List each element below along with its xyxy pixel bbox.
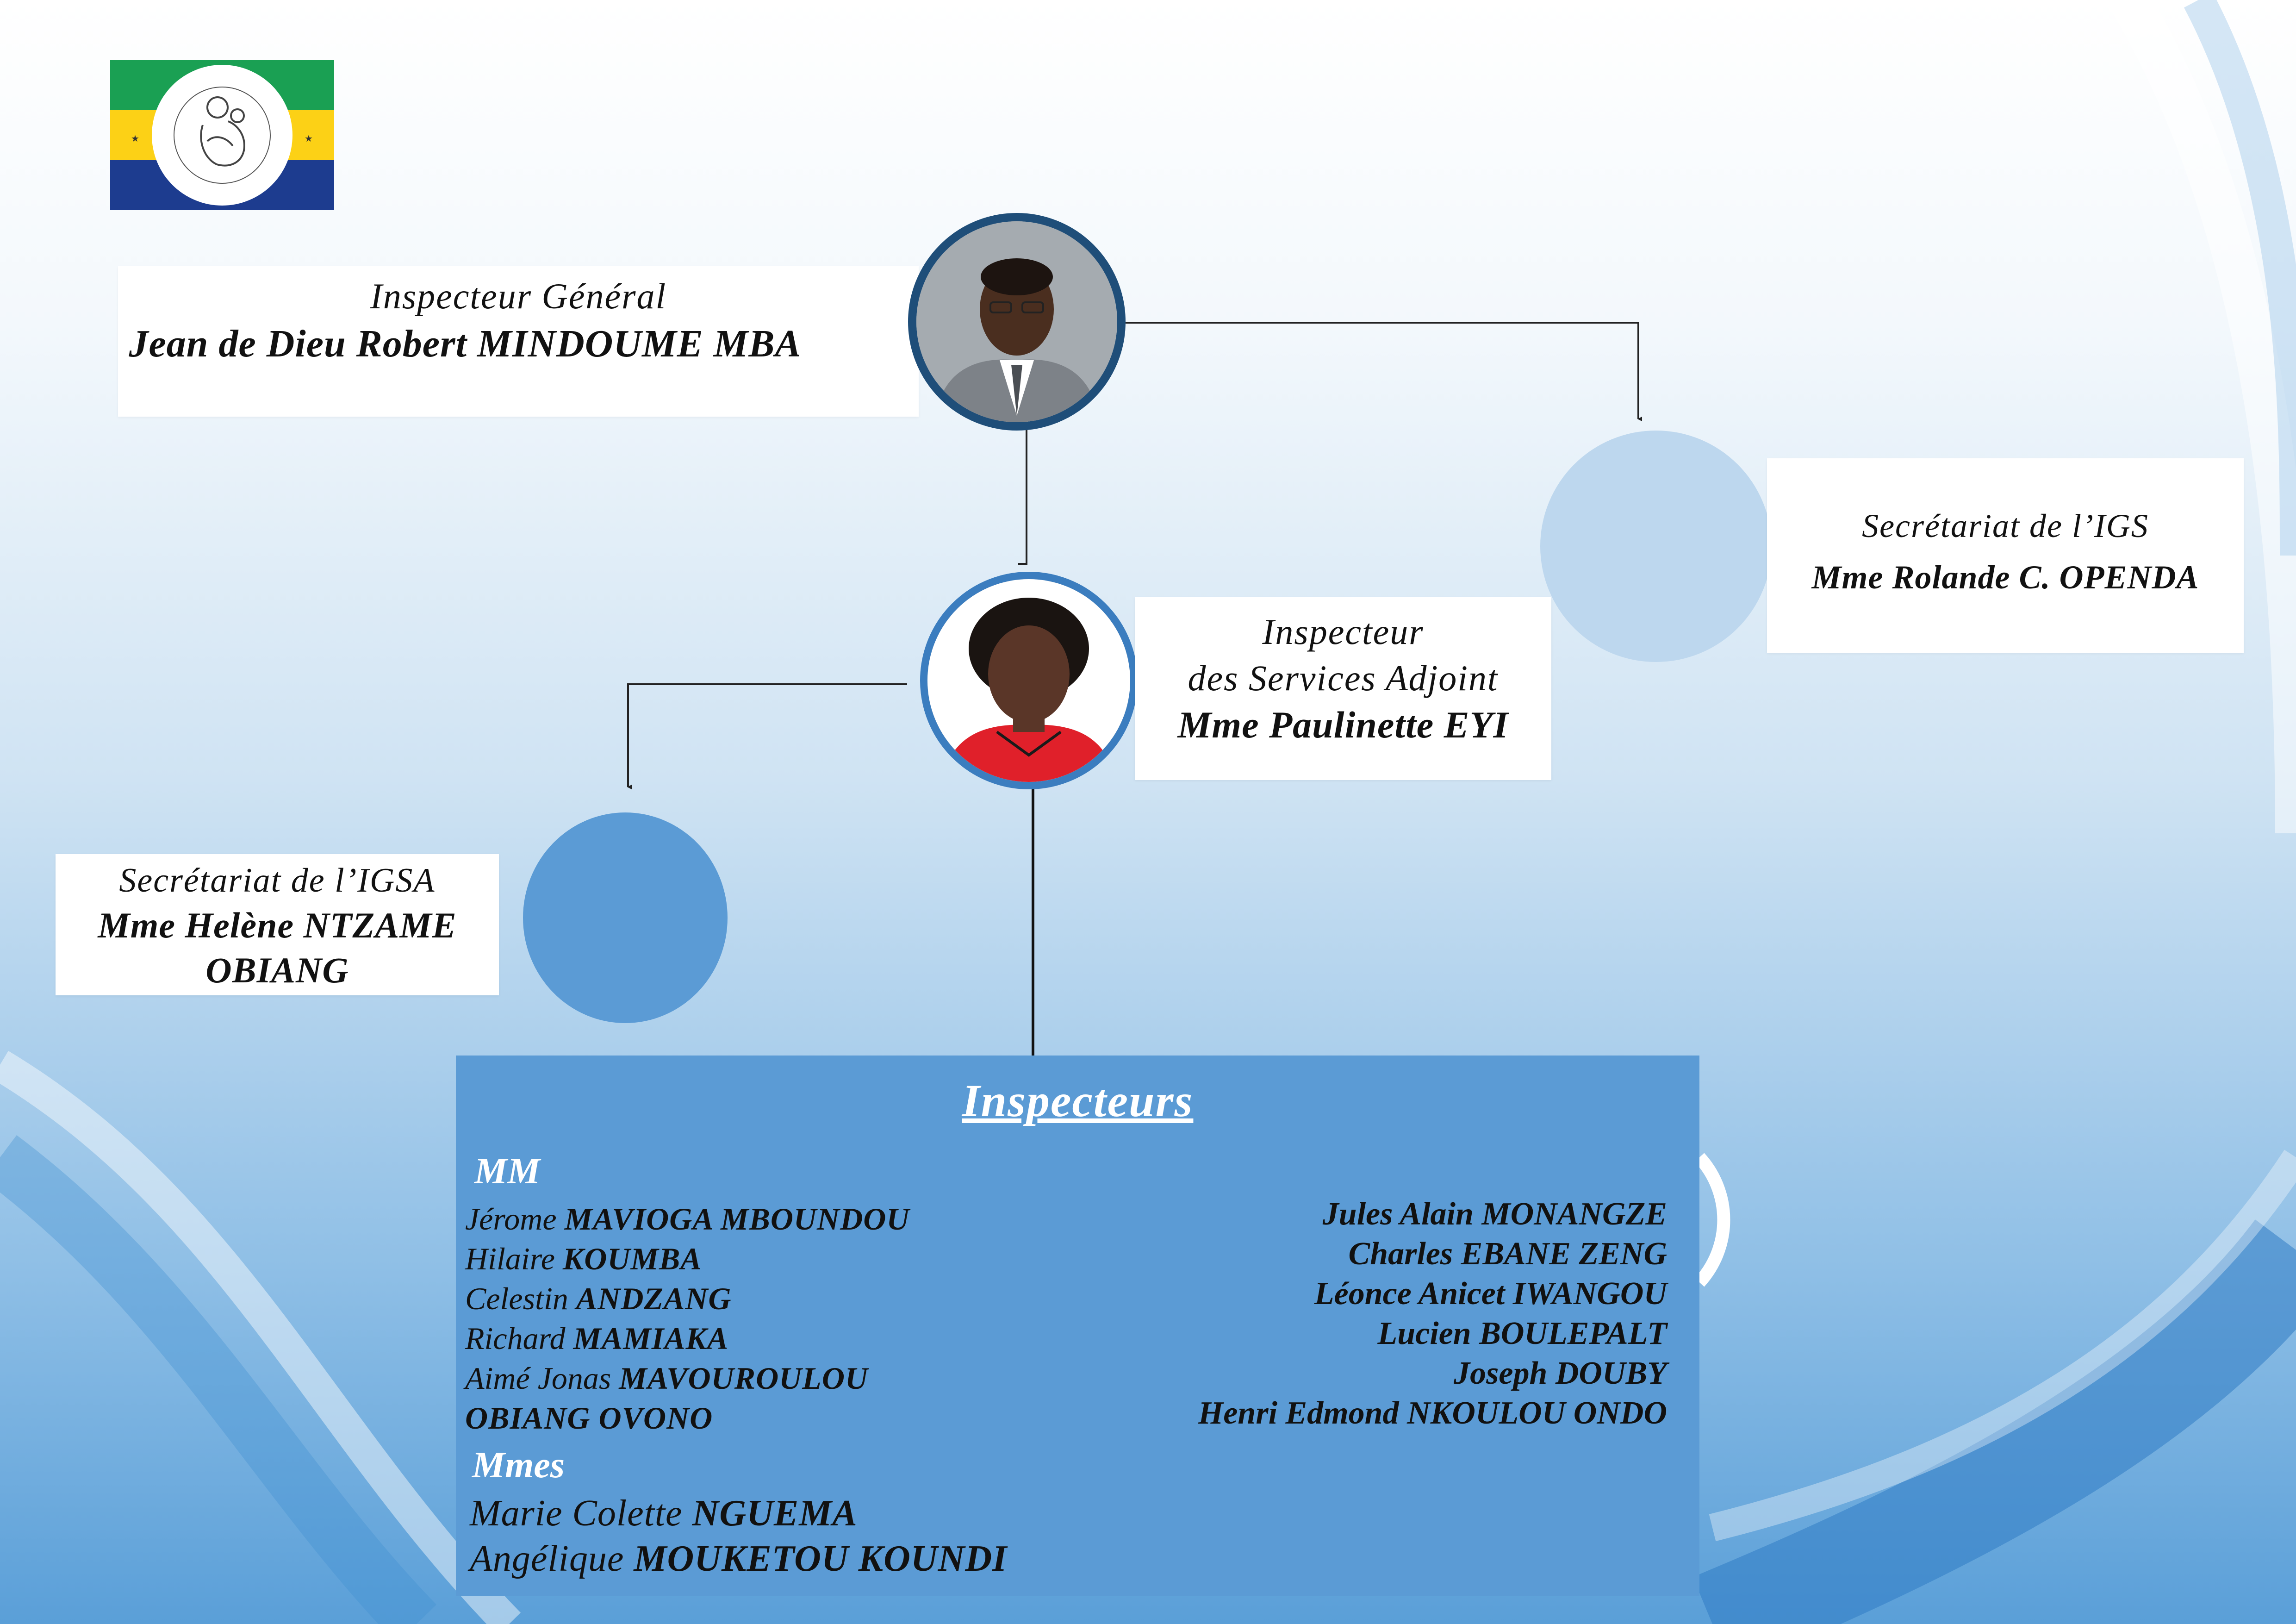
list-item: Charles EBANE ZENG [1348, 1236, 1667, 1272]
gabon-flag-logo: ★ ★ [110, 60, 334, 210]
list-item: Hilaire KOUMBA [465, 1241, 702, 1276]
list-item: Celestin ANDZANG [465, 1281, 732, 1316]
inspecteur-general-photo [908, 213, 1126, 431]
line-ig-to-igs [1126, 322, 1642, 421]
list-item: Jules Alain MONANGZE [1322, 1196, 1667, 1232]
inspecteur-general-role: Inspecteur Général [370, 276, 667, 316]
list-item: Henri Edmond NKOULOU ONDO [1198, 1395, 1667, 1431]
list-item: OBIANG OVONO [465, 1400, 713, 1436]
inspecteur-general-name: Jean de Dieu Robert MINDOUME MBA [129, 322, 802, 365]
inspecteur-adjoint-photo [920, 572, 1138, 789]
woman-portrait-icon [927, 579, 1130, 782]
secretariat-igs-circle [1540, 431, 1772, 662]
secretariat-igsa-circle [523, 812, 728, 1023]
mmes-label: Mmes [472, 1445, 565, 1486]
inspecteur-adjoint-card: Inspecteur des Services Adjoint Mme Paul… [1135, 597, 1551, 780]
secretariat-igsa-name-2: OBIANG [205, 950, 349, 991]
list-item: Angélique MOUKETOU KOUNDI [470, 1538, 1008, 1579]
inspecteur-adjoint-role-2: des Services Adjoint [1188, 657, 1499, 698]
mm-right-list: Jules Alain MONANGZE Charles EBANE ZENG … [973, 1194, 1667, 1433]
inspecteurs-title: Inspecteurs [962, 1075, 1194, 1126]
inspecteurs-box: Inspecteurs MM Jérome MAVIOGA MBOUNDOU H… [456, 1056, 1699, 1596]
list-item: Léonce Anicet IWANGOU [1314, 1276, 1667, 1312]
list-item: Marie Colette NGUEMA [470, 1493, 858, 1534]
list-item: Aimé Jonas MAVOUROULOU [465, 1361, 869, 1396]
secretariat-igs-name: Mme Rolande C. OPENDA [1811, 559, 2199, 596]
svg-text:★: ★ [305, 134, 313, 144]
mm-label: MM [474, 1151, 541, 1192]
secretariat-igsa-role: Secrétariat de l’IGSA [119, 862, 436, 899]
inspecteur-general-card: Inspecteur Général Jean de Dieu Robert M… [118, 266, 919, 417]
inspecteur-adjoint-role-1: Inspecteur [1262, 612, 1424, 652]
mm-left-list: Jérome MAVIOGA MBOUNDOU Hilaire KOUMBA C… [465, 1199, 1113, 1438]
mmes-list: Marie Colette NGUEMA Angélique MOUKETOU … [470, 1491, 1007, 1581]
list-item: Richard MAMIAKA [465, 1321, 729, 1356]
secretariat-igs-card: Secrétariat de l’IGS Mme Rolande C. OPEN… [1767, 458, 2244, 653]
line-adjoint-to-igsa [627, 683, 907, 789]
list-item: Lucien BOULEPALT [1377, 1316, 1667, 1351]
man-portrait-icon [916, 221, 1117, 422]
secretariat-igs-role: Secrétariat de l’IGS [1862, 507, 2149, 544]
list-item: Jérome MAVIOGA MBOUNDOU [465, 1201, 910, 1237]
list-item: Joseph DOUBY [1454, 1355, 1667, 1391]
secretariat-igsa-name-1: Mme Helène NTZAME [98, 905, 457, 945]
secretariat-igsa-card: Secrétariat de l’IGSA Mme Helène NTZAME … [56, 854, 499, 995]
inspecteur-adjoint-name: Mme Paulinette EYI [1177, 703, 1509, 746]
svg-text:★: ★ [131, 134, 139, 144]
line-ig-to-adjoint [1018, 428, 1027, 565]
